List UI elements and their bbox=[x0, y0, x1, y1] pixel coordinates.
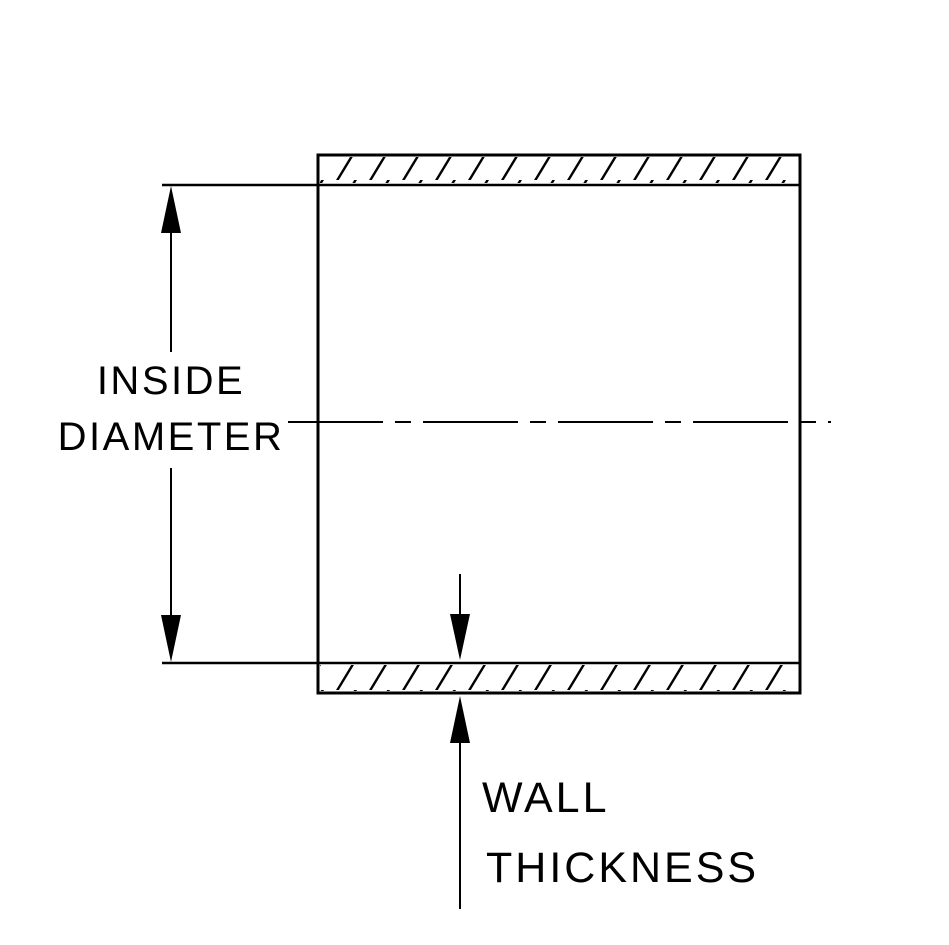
tube-outline bbox=[316, 153, 802, 695]
top-wall-hatch bbox=[320, 157, 798, 183]
arrow-up-icon bbox=[450, 696, 470, 743]
wall-thickness-label-line2: THICKNESS bbox=[486, 844, 759, 892]
inside-diameter-dimension: INSIDE DIAMETER bbox=[58, 186, 285, 662]
arrow-up-icon bbox=[161, 186, 181, 233]
tube-body bbox=[162, 153, 831, 695]
arrow-down-icon bbox=[161, 615, 181, 662]
wall-thickness-label-line1: WALL bbox=[482, 774, 610, 822]
wall-thickness-dimension: WALL THICKNESS bbox=[450, 574, 759, 909]
inside-diameter-label-line2: DIAMETER bbox=[58, 415, 285, 459]
arrow-down-icon bbox=[450, 614, 470, 660]
bottom-wall-hatch bbox=[320, 665, 798, 691]
inside-diameter-label-line1: INSIDE bbox=[97, 359, 245, 403]
